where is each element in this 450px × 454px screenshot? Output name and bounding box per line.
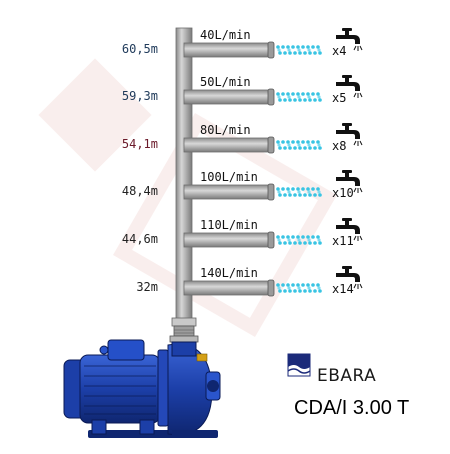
flow-rate-label: 140L/min bbox=[200, 266, 258, 280]
branch-pipe bbox=[183, 232, 273, 248]
water-jet bbox=[276, 235, 322, 245]
flow-rate-label: 100L/min bbox=[200, 170, 258, 184]
outlet-row bbox=[183, 123, 363, 154]
faucet-icon bbox=[336, 170, 363, 193]
flow-rate-label: 50L/min bbox=[200, 75, 251, 89]
pipe-end-cap bbox=[267, 279, 275, 297]
outlet-count-label: x5 bbox=[332, 91, 347, 105]
outlet-count-label: x10 bbox=[332, 186, 354, 200]
ebara-logo-icon bbox=[287, 353, 311, 377]
water-jet bbox=[276, 187, 322, 197]
outlet-count-label: x4 bbox=[332, 44, 347, 58]
outlet-count-label: x14 bbox=[332, 282, 354, 296]
height-label: 32m bbox=[136, 280, 158, 294]
height-label: 54,1m bbox=[121, 137, 158, 151]
branch-pipe bbox=[183, 280, 273, 296]
outlet-row bbox=[183, 28, 363, 59]
outlet-count-label: x11 bbox=[332, 234, 354, 248]
flow-rate-label: 80L/min bbox=[200, 123, 251, 137]
water-jet bbox=[276, 92, 322, 102]
height-label: 60,5m bbox=[121, 42, 158, 56]
pipe-end-cap bbox=[267, 41, 275, 59]
branch-pipe bbox=[183, 137, 273, 153]
flow-rate-label: 40L/min bbox=[200, 28, 251, 42]
pipe-end-cap bbox=[267, 88, 275, 106]
faucet-icon bbox=[336, 218, 363, 241]
branch-pipe bbox=[183, 42, 273, 58]
faucet-icon bbox=[336, 75, 363, 98]
height-label: 59,3m bbox=[121, 89, 158, 103]
branch-pipes bbox=[183, 28, 363, 297]
pipe-end-cap bbox=[267, 231, 275, 249]
pipe-end-cap bbox=[267, 183, 275, 201]
riser-pipe bbox=[175, 27, 193, 324]
pipe-end-cap bbox=[267, 136, 275, 154]
centrifugal-pump bbox=[63, 339, 221, 438]
outlet-row bbox=[183, 170, 363, 201]
model-name: CDA/I 3.00 T bbox=[294, 397, 410, 419]
faucet-icon bbox=[336, 266, 363, 289]
outlet-row bbox=[183, 266, 363, 297]
water-jet bbox=[276, 140, 322, 150]
water-jet bbox=[276, 283, 322, 293]
faucet-icon bbox=[336, 123, 363, 146]
outlet-count-label: x8 bbox=[332, 139, 347, 153]
faucet-icon bbox=[336, 28, 363, 51]
height-label: 44,6m bbox=[121, 232, 158, 246]
water-jet bbox=[276, 45, 322, 55]
flow-rate-label: 110L/min bbox=[200, 218, 258, 232]
pipe-coupling bbox=[169, 317, 199, 343]
branch-pipe bbox=[183, 184, 273, 200]
branch-pipe bbox=[183, 89, 273, 105]
outlet-row bbox=[183, 218, 363, 249]
height-label: 48,4m bbox=[121, 184, 158, 198]
brand-name: EBARA bbox=[317, 366, 377, 386]
outlet-row bbox=[183, 75, 363, 106]
